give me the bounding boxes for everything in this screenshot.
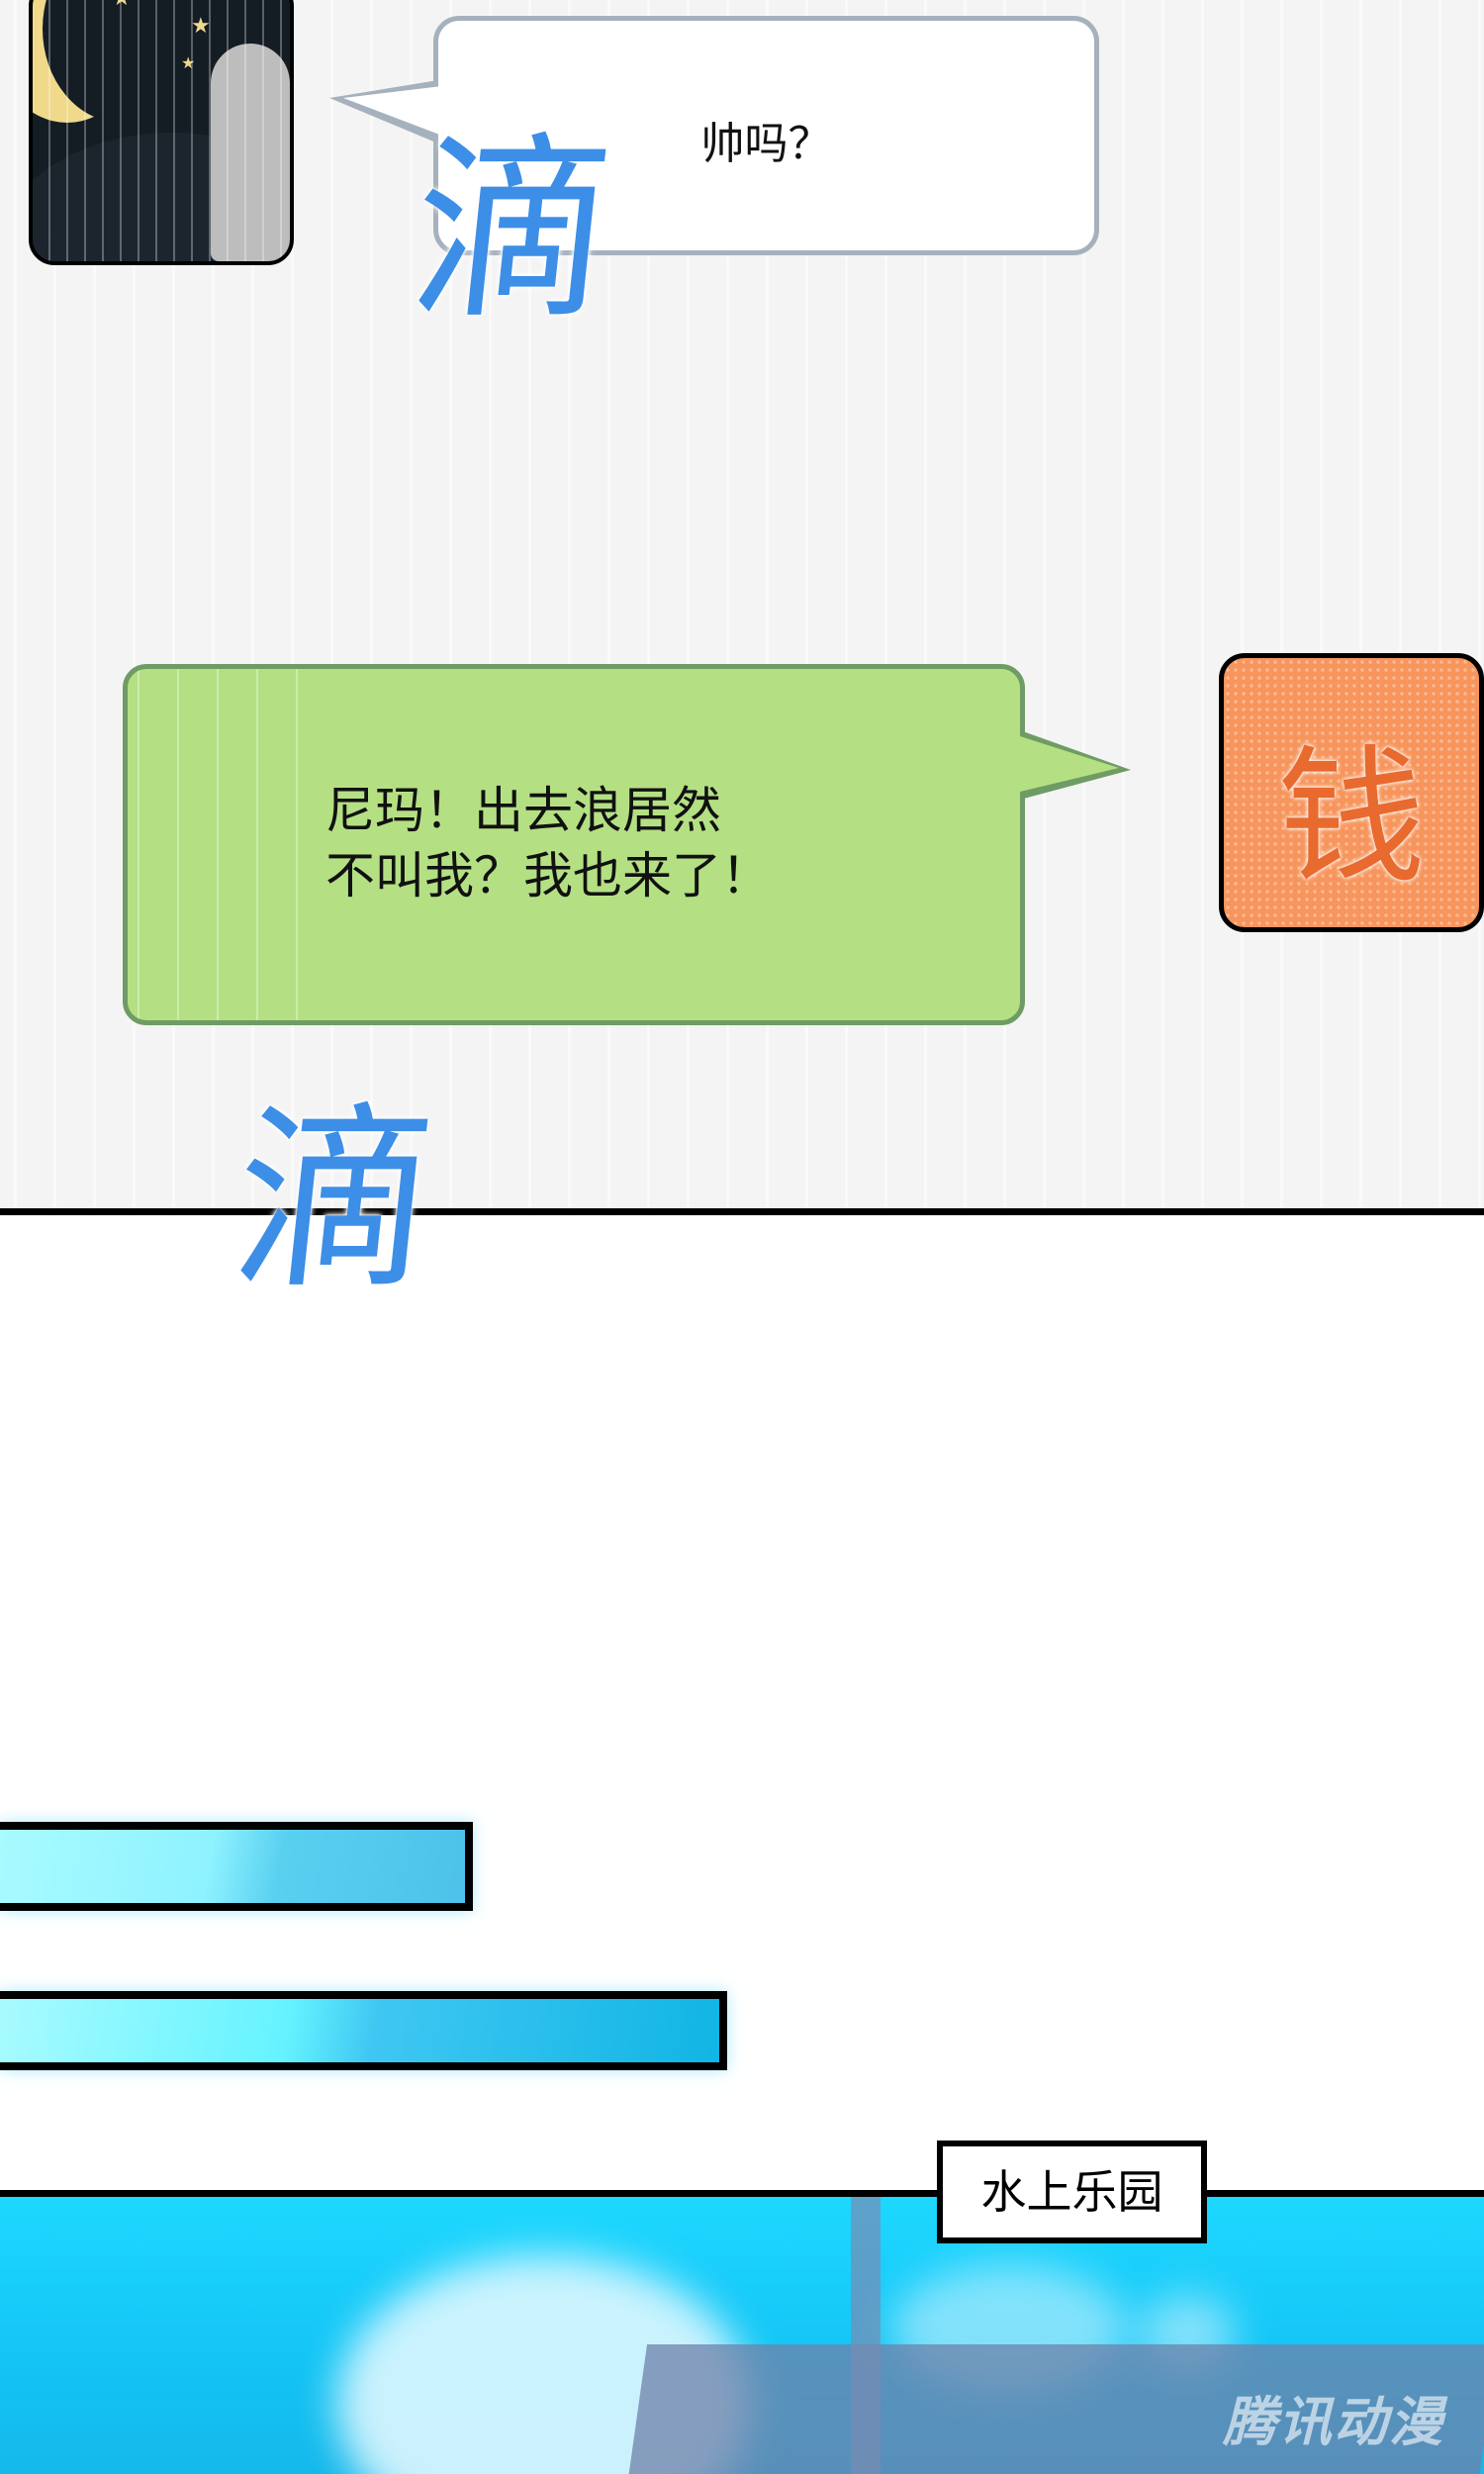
chat-message-text: 尼玛！出去浪居然 不叫我？我也来了！ [325, 782, 771, 904]
water-park-panel: 腾讯动漫 [0, 2196, 1484, 2474]
rat-figure [211, 44, 290, 261]
moon-rat-avatar: ★ ★ ★ ★ [29, 0, 294, 265]
panel-border [0, 2190, 1484, 2197]
ding-sfx: 滴 [401, 116, 624, 346]
transition-bar [0, 1822, 473, 1911]
chat-bubble-incoming: 帅吗？ [329, 16, 1099, 255]
panel-border [0, 1208, 1484, 1215]
bubble-tail-fill [343, 86, 442, 136]
star-icon: ★ [112, 0, 132, 11]
speed-lines [33, 0, 290, 261]
star-icon: ★ [191, 14, 211, 39]
star-icon: ★ [181, 53, 195, 72]
chat-panel: ★ ★ ★ ★ 帅吗？ 滴 尼玛！出去浪居然 不叫我？我也来了！ 钱 [0, 0, 1484, 1211]
ding-sfx: 滴 [223, 1086, 446, 1316]
money-glyph: 钱 [1276, 732, 1426, 904]
location-caption: 水上乐园 [937, 2141, 1207, 2243]
money-avatar: 钱 [1219, 653, 1484, 932]
tower-shape [851, 2196, 881, 2474]
transition-bar [0, 1991, 727, 2070]
chat-bubble-outgoing: 尼玛！出去浪居然 不叫我？我也来了！ [123, 664, 1131, 1025]
chat-message-text: 帅吗？ [700, 119, 832, 169]
watermark: 腾讯动漫 [1223, 2391, 1444, 2453]
bubble-tail-fill [1020, 736, 1119, 792]
